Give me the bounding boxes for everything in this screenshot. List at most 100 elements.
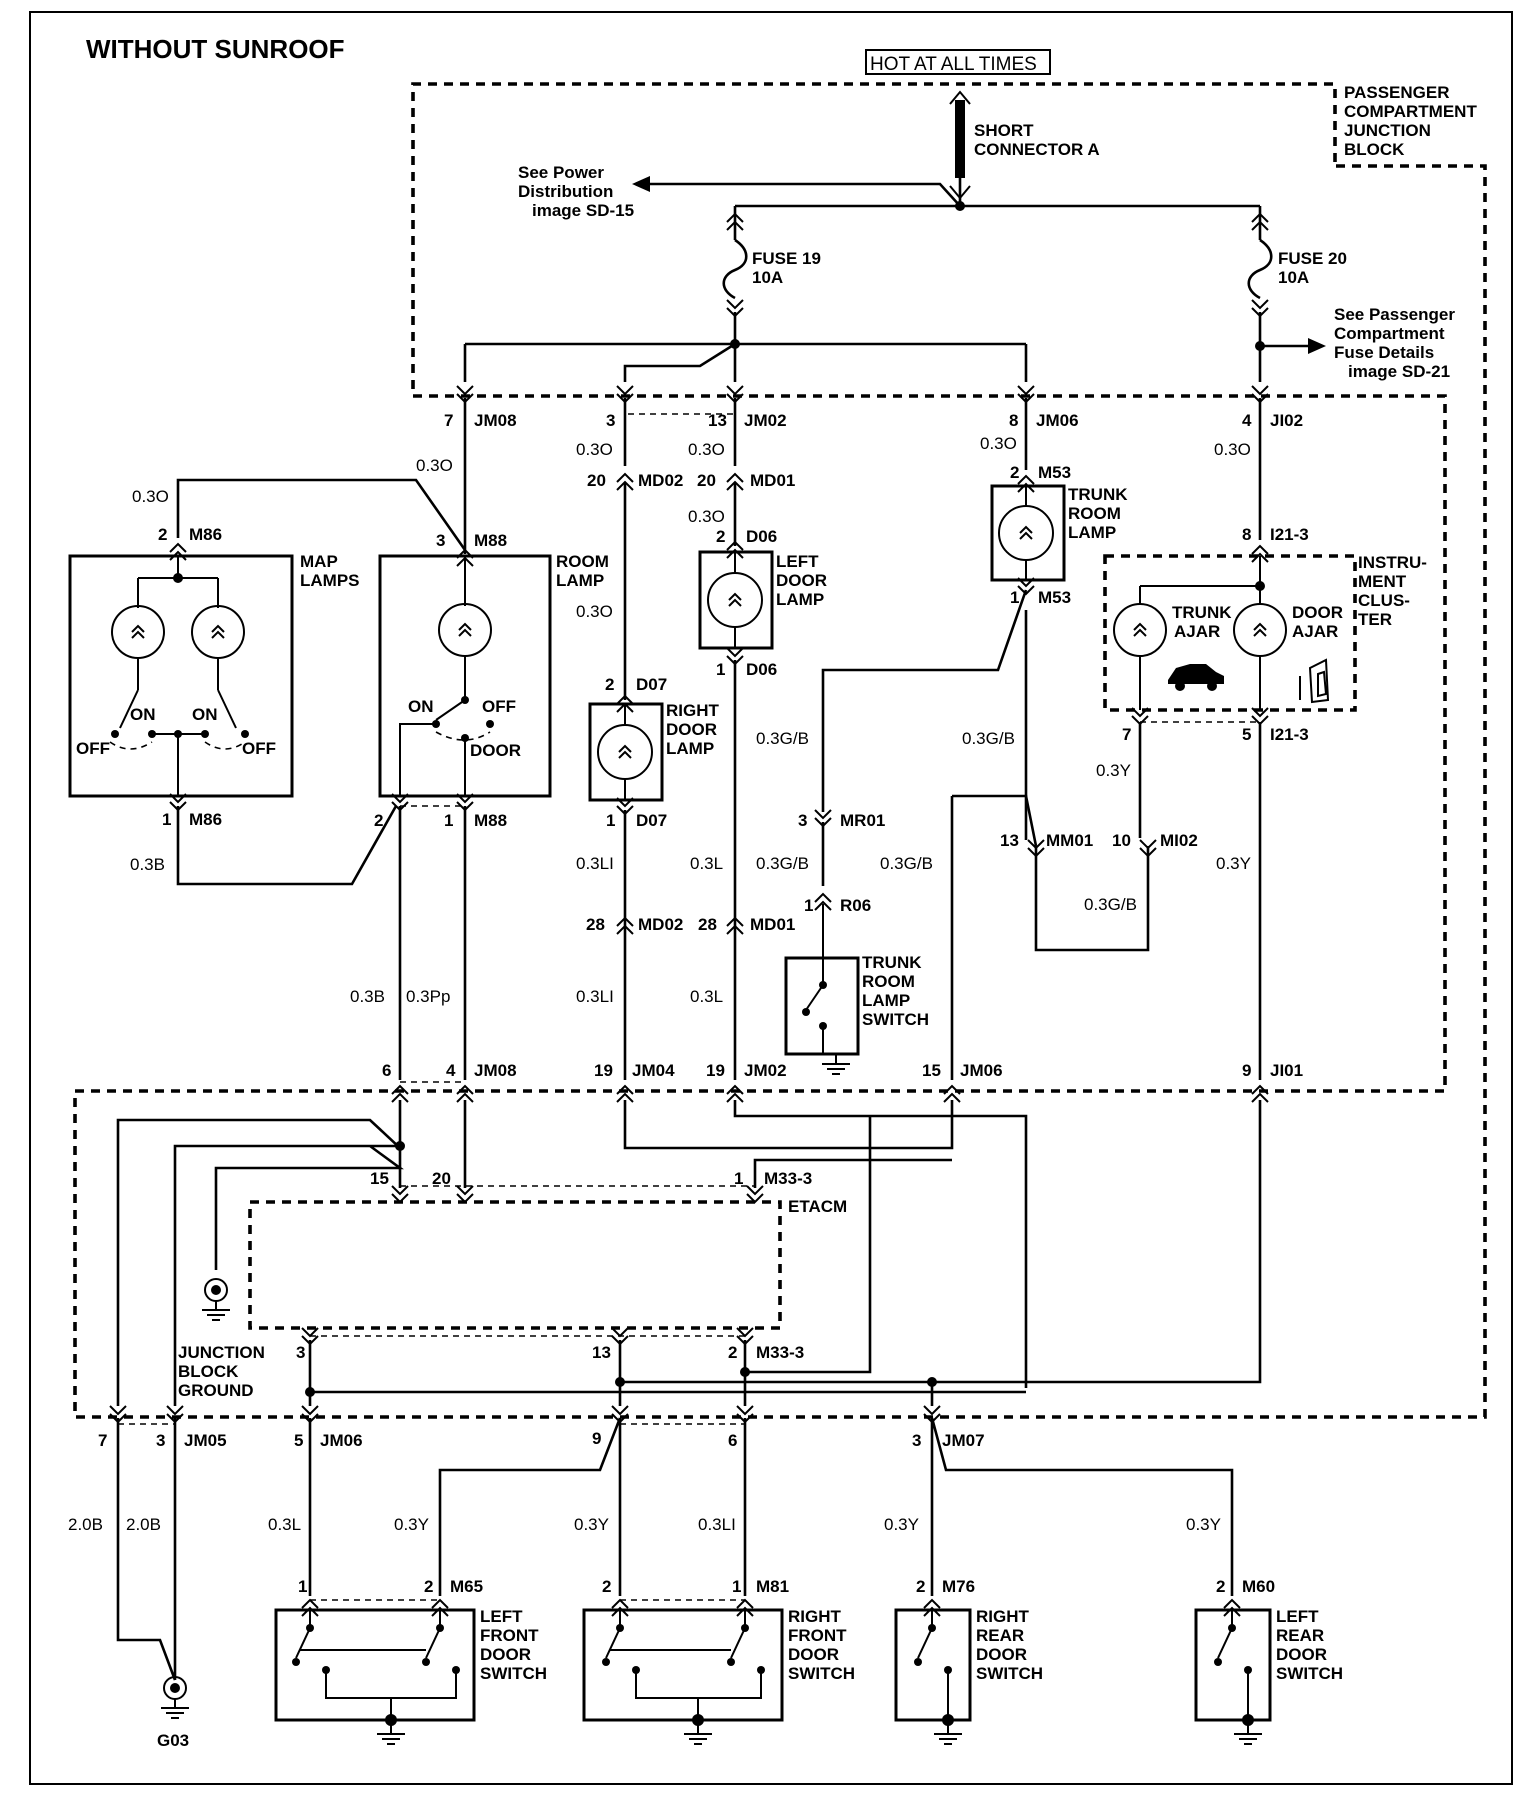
pin-jm07-6: 6 bbox=[728, 1431, 737, 1450]
rf-switch-label-1: RIGHT bbox=[788, 1607, 842, 1626]
wire-label-y-ic2: 0.3Y bbox=[1216, 854, 1251, 873]
left-door-lamp-label-3: LAMP bbox=[776, 590, 824, 609]
conn-m86-top: M86 bbox=[189, 525, 222, 544]
diagram-title: WITHOUT SUNROOF bbox=[86, 34, 345, 64]
pin-jm07-3: 3 bbox=[912, 1431, 921, 1450]
pin-m88-3: 3 bbox=[436, 531, 445, 550]
wire-label-li-2: 0.3LI bbox=[576, 987, 614, 1006]
rr-switch-label-3: DOOR bbox=[976, 1645, 1027, 1664]
door-open-icon bbox=[1299, 658, 1330, 704]
trunk-room-lamp: 2 M53 TRUNK ROOM LAMP 1 M53 0.3G/B 0.3G/… bbox=[756, 463, 1128, 840]
conn-jm08-4: JM08 bbox=[474, 1061, 517, 1080]
lower-switch-wiring bbox=[308, 1417, 1234, 1596]
wire-label-d07: 0.3O bbox=[576, 602, 613, 621]
fuse-19: FUSE 19 10A bbox=[722, 213, 821, 317]
pin-mr01-3: 3 bbox=[798, 811, 807, 830]
room-switch-off: OFF bbox=[482, 697, 516, 716]
map-switch-right-on: ON bbox=[192, 705, 218, 724]
left-front-door-switch: 1 2 M65 LEFT FRONT DOOR SWITCH bbox=[274, 1577, 547, 1745]
left-door-lamp-label-1: LEFT bbox=[776, 552, 819, 571]
rr-switch-label-1: RIGHT bbox=[976, 1607, 1030, 1626]
pin-etacm-15: 15 bbox=[370, 1169, 389, 1188]
ic-label-4: TER bbox=[1358, 610, 1392, 629]
page-frame bbox=[29, 11, 1513, 1785]
pin-jm06-5: 5 bbox=[294, 1431, 303, 1450]
fuse-details-line-2: Compartment bbox=[1334, 324, 1445, 343]
ic-label-2: MENT bbox=[1358, 572, 1407, 591]
pin-md01-28: 28 bbox=[698, 915, 717, 934]
pin-d06-2: 2 bbox=[716, 527, 725, 546]
pin-i21-7: 7 bbox=[1122, 725, 1131, 744]
wire-label-y-4: 0.3Y bbox=[1186, 1515, 1221, 1534]
conn-d06-bot: D06 bbox=[746, 660, 777, 679]
lr-switch-label-3: DOOR bbox=[1276, 1645, 1327, 1664]
rr-switch-label-4: SWITCH bbox=[976, 1664, 1043, 1683]
room-lamp-label-2: LAMP bbox=[556, 571, 604, 590]
pin-m88-1: 1 bbox=[444, 811, 453, 830]
pin-md-3: 3 bbox=[606, 411, 615, 430]
pin-jm05-3: 3 bbox=[156, 1431, 165, 1450]
pin-m88-2: 2 bbox=[374, 811, 383, 830]
conn-mm01: MM01 bbox=[1046, 831, 1093, 850]
pin-m65-2: 2 bbox=[424, 1577, 433, 1596]
conn-i21-top: I21-3 bbox=[1270, 525, 1309, 544]
wire-label-jm06: 0.3O bbox=[980, 434, 1017, 453]
pin-m76-2: 2 bbox=[916, 1577, 925, 1596]
wire-label-map-top: 0.3O bbox=[132, 487, 169, 506]
fuse-19-name: FUSE 19 bbox=[752, 249, 821, 268]
wire-label-l-1: 0.3L bbox=[690, 854, 723, 873]
bottom-jb-connector-row: 7 3 JM05 5 JM06 9 6 3 JM07 bbox=[98, 1405, 985, 1450]
wire-label-gb-5: 0.3G/B bbox=[1084, 895, 1137, 914]
power-dist-line-1: See Power bbox=[518, 163, 604, 182]
right-door-lamp-label-1: RIGHT bbox=[666, 701, 720, 720]
pin-jm02-13: 13 bbox=[708, 411, 727, 430]
conn-d06-top: D06 bbox=[746, 527, 777, 546]
conn-md02-a: MD02 bbox=[638, 471, 683, 490]
map-switch-left-on: ON bbox=[130, 705, 156, 724]
wire-label-l-2: 0.3L bbox=[690, 987, 723, 1006]
map-switch-right-off: OFF bbox=[242, 739, 276, 758]
power-dist-arrow bbox=[650, 182, 961, 207]
conn-jm06-bot: JM06 bbox=[320, 1431, 363, 1450]
left-rear-door-switch: 2 M60 LEFT REAR DOOR SWITCH bbox=[1194, 1577, 1343, 1745]
fuse-details-line-4: image SD-21 bbox=[1348, 362, 1450, 381]
power-dist-line-3: image SD-15 bbox=[532, 201, 634, 220]
conn-m76: M76 bbox=[942, 1577, 975, 1596]
fuse20-distribution bbox=[1258, 312, 1310, 382]
junction-block-outline bbox=[73, 82, 1487, 1419]
jbg-line-3: GROUND bbox=[178, 1381, 254, 1400]
conn-mi02: MI02 bbox=[1160, 831, 1198, 850]
conn-m81: M81 bbox=[756, 1577, 789, 1596]
wire-label-y-ic: 0.3Y bbox=[1096, 761, 1131, 780]
pin-jm08-6: 6 bbox=[382, 1061, 391, 1080]
wire-label-gb-2: 0.3G/B bbox=[962, 729, 1015, 748]
room-switch-door: DOOR bbox=[470, 741, 521, 760]
conn-m33-top: M33-3 bbox=[764, 1169, 812, 1188]
right-door-lamp: 2 D07 RIGHT DOOR LAMP 1 D07 bbox=[588, 675, 720, 830]
fuse-details-note: See Passenger Compartment Fuse Details i… bbox=[1334, 305, 1455, 381]
jb-internal-routing bbox=[116, 1100, 1262, 1406]
room-lamp: 3 M88 ON OFF DOOR ROOM LAMP 2 1 M88 bbox=[374, 531, 609, 830]
wire-label-map-b: 0.3B bbox=[130, 855, 165, 874]
conn-mr01: MR01 bbox=[840, 811, 885, 830]
hot-at-all-times-label: HOT AT ALL TIMES bbox=[865, 49, 1051, 75]
trunk-room-lamp-label-1: TRUNK bbox=[1068, 485, 1128, 504]
wire-label-gb-4: 0.3G/B bbox=[880, 854, 933, 873]
hot-label-text: HOT AT ALL TIMES bbox=[870, 54, 1037, 75]
lf-switch-label-3: DOOR bbox=[480, 1645, 531, 1664]
pin-mi02-10: 10 bbox=[1112, 831, 1131, 850]
fuse-19-rating: 10A bbox=[752, 268, 783, 287]
pin-m33-1: 1 bbox=[734, 1169, 743, 1188]
conn-jm05: JM05 bbox=[184, 1431, 227, 1450]
conn-jm08-top: JM08 bbox=[474, 411, 517, 430]
map-switch-left-off: OFF bbox=[76, 739, 110, 758]
wire-label-li-1: 0.3LI bbox=[576, 854, 614, 873]
wire-label-ji02: 0.3O bbox=[1214, 440, 1251, 459]
pin-m81-1: 1 bbox=[732, 1577, 741, 1596]
pin-m86-2: 2 bbox=[158, 525, 167, 544]
pin-jm06-8: 8 bbox=[1009, 411, 1018, 430]
conn-jm06-mid: JM06 bbox=[960, 1061, 1003, 1080]
pin-m86-1: 1 bbox=[162, 810, 171, 829]
wire-label-gb-3: 0.3G/B bbox=[756, 854, 809, 873]
pin-md02-28: 28 bbox=[586, 915, 605, 934]
